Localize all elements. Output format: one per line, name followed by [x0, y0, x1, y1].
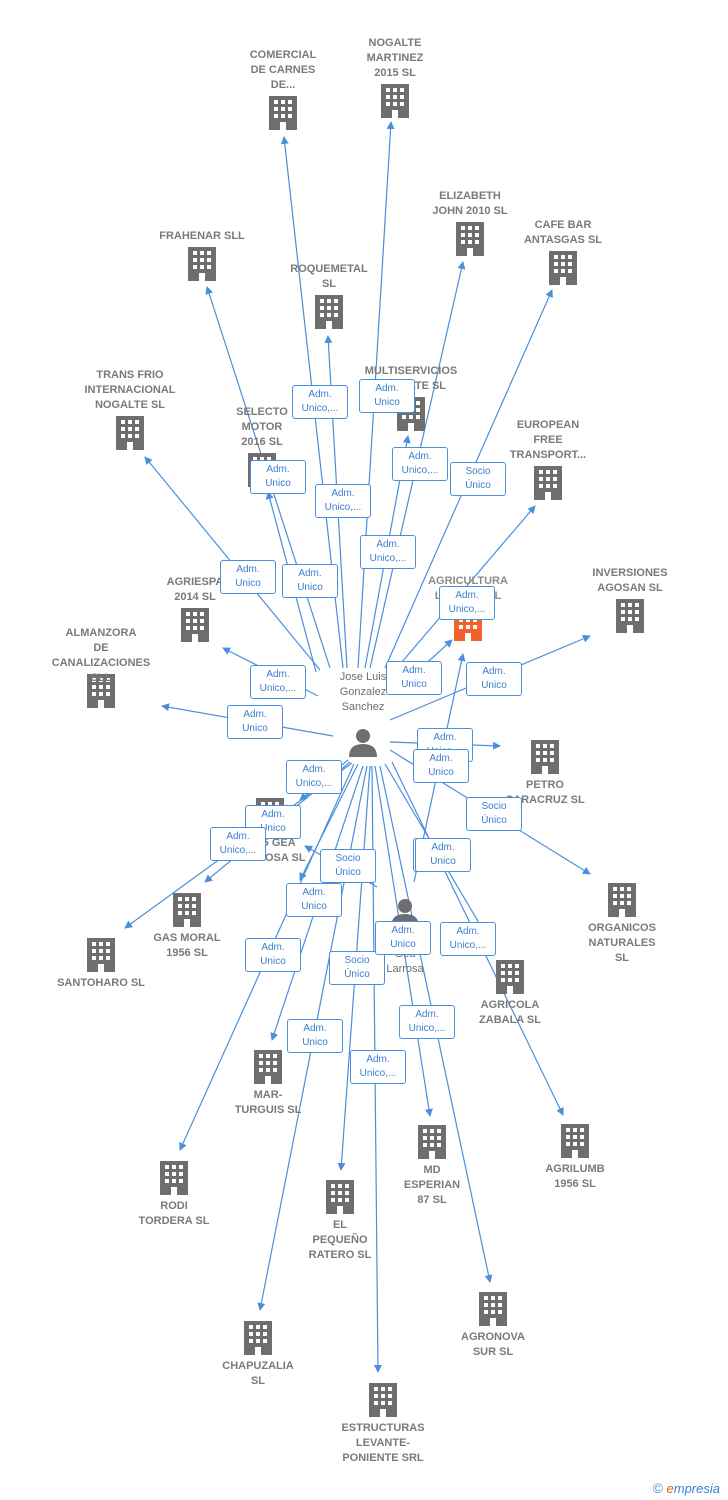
company-label-elpequeno[interactable]: EL PEQUEÑO RATERO SL: [308, 1219, 372, 1261]
edge-role-label[interactable]: Adm. Unico: [227, 705, 283, 739]
edge-role-label[interactable]: Adm. Unico: [286, 883, 342, 917]
edge-role-label[interactable]: Adm. Unico: [415, 838, 471, 872]
brand-logo: empresia: [667, 1481, 720, 1496]
edge-role-label[interactable]: Socio Único: [329, 951, 385, 985]
company-building-icon[interactable]: [531, 740, 559, 774]
edge-role-label[interactable]: Adm. Unico: [466, 662, 522, 696]
company-building-icon[interactable]: [496, 960, 524, 994]
relationship-edge: [299, 763, 359, 881]
company-label-cafebar[interactable]: CAFE BAR ANTASGAS SL: [523, 219, 603, 246]
edge-role-label[interactable]: Adm. Unico: [359, 379, 415, 413]
edge-role-label[interactable]: Adm. Unico,...: [292, 385, 348, 419]
company-label-marturguis[interactable]: MAR- TURGUIS SL: [234, 1089, 302, 1116]
company-label-estructuras[interactable]: ESTRUCTURAS LEVANTE- PONIENTE SRL: [341, 1422, 425, 1464]
empresia-watermark: © empresia: [653, 1480, 720, 1496]
company-label-frahenar[interactable]: FRAHENAR SLL: [159, 230, 245, 242]
company-label-european[interactable]: EUROPEAN FREE TRANSPORT...: [509, 419, 587, 461]
company-label-agricolazabala[interactable]: AGRICOLA ZABALA SL: [479, 999, 541, 1026]
edge-role-label[interactable]: Adm. Unico,...: [392, 447, 448, 481]
company-building-icon[interactable]: [326, 1180, 354, 1214]
company-building-icon[interactable]: [369, 1383, 397, 1417]
company-label-agriespa[interactable]: AGRIESPA 2014 SL: [166, 576, 224, 603]
edge-role-label[interactable]: Adm. Unico: [250, 460, 306, 494]
company-building-icon[interactable]: [534, 466, 562, 500]
edge-role-label[interactable]: Adm. Unico,...: [250, 665, 306, 699]
company-label-agrilumb[interactable]: AGRILUMB 1956 SL: [545, 1163, 605, 1190]
edge-role-label[interactable]: Adm. Unico: [287, 1019, 343, 1053]
company-label-nogalte[interactable]: NOGALTE MARTINEZ 2015 SL: [366, 37, 424, 79]
company-building-icon[interactable]: [479, 1292, 507, 1326]
company-label-roditordera[interactable]: RODI TORDERA SL: [138, 1200, 210, 1227]
copyright-symbol: ©: [652, 1480, 663, 1496]
company-building-icon[interactable]: [418, 1125, 446, 1159]
company-building-icon[interactable]: [616, 599, 644, 633]
company-building-icon[interactable]: [181, 608, 209, 642]
company-label-transfrio[interactable]: TRANS FRIO INTERNACIONAL NOGALTE SL: [84, 369, 176, 411]
edge-role-label[interactable]: Adm. Unico: [220, 560, 276, 594]
edge-role-label[interactable]: Adm. Unico,...: [440, 922, 496, 956]
company-label-elizabeth[interactable]: ELIZABETH JOHN 2010 SL: [432, 190, 508, 217]
company-label-roquemetal[interactable]: ROQUEMETAL SL: [290, 263, 368, 290]
edge-role-label[interactable]: Adm. Unico: [282, 564, 338, 598]
company-building-icon[interactable]: [160, 1161, 188, 1195]
company-building-icon[interactable]: [269, 96, 297, 130]
company-building-icon[interactable]: [87, 938, 115, 972]
company-label-organicos[interactable]: ORGANICOS NATURALES SL: [588, 922, 656, 964]
company-building-icon[interactable]: [456, 222, 484, 256]
company-building-icon[interactable]: [188, 247, 216, 281]
edge-role-label[interactable]: Adm. Unico,...: [286, 760, 342, 794]
person-icon[interactable]: [349, 729, 377, 757]
company-building-icon[interactable]: [381, 84, 409, 118]
edge-role-label[interactable]: Adm. Unico: [245, 938, 301, 972]
company-label-gasmoral[interactable]: GAS MORAL 1956 SL: [153, 932, 221, 959]
edge-role-label[interactable]: Adm. Unico,...: [360, 535, 416, 569]
edge-role-label[interactable]: Adm. Unico: [413, 749, 469, 783]
company-label-inversiones[interactable]: INVERSIONES AGOSAN SL: [592, 567, 668, 594]
company-building-icon[interactable]: [244, 1321, 272, 1355]
edge-role-label[interactable]: Adm. Unico,...: [315, 484, 371, 518]
company-building-icon[interactable]: [173, 893, 201, 927]
edge-role-label[interactable]: Adm. Unico,...: [399, 1005, 455, 1039]
company-label-comercial[interactable]: COMERCIAL DE CARNES DE...: [249, 49, 317, 91]
company-label-mdesperian[interactable]: MD ESPERIAN 87 SL: [403, 1164, 461, 1206]
edge-role-label[interactable]: Adm. Unico: [375, 921, 431, 955]
company-label-almanzora[interactable]: ALMANZORA DE CANALIZACIONES SLL: [51, 627, 151, 684]
edge-role-label[interactable]: Adm. Unico,...: [350, 1050, 406, 1084]
company-label-santoharo[interactable]: SANTOHARO SL: [57, 977, 145, 989]
edge-role-label[interactable]: Adm. Unico,...: [439, 586, 495, 620]
edge-role-label[interactable]: Socio Único: [320, 849, 376, 883]
edge-role-label[interactable]: Socio Único: [466, 797, 522, 831]
edge-role-label[interactable]: Adm. Unico,...: [210, 827, 266, 861]
company-building-icon[interactable]: [561, 1124, 589, 1158]
edge-role-label[interactable]: Socio Único: [450, 462, 506, 496]
company-label-agronova[interactable]: AGRONOVA SUR SL: [461, 1331, 525, 1358]
brand-initial: e: [666, 1481, 674, 1496]
person-label-jose[interactable]: Jose Luis Gonzalez Sanchez: [339, 671, 387, 713]
company-label-chapuzalia[interactable]: CHAPUZALIA SL: [222, 1360, 294, 1387]
company-building-icon[interactable]: [315, 295, 343, 329]
company-building-icon[interactable]: [608, 883, 636, 917]
edge-role-label[interactable]: Adm. Unico: [386, 661, 442, 695]
company-building-icon[interactable]: [116, 416, 144, 450]
company-label-selecto[interactable]: SELECTO MOTOR 2016 SL: [236, 406, 288, 448]
company-building-icon[interactable]: [549, 251, 577, 285]
company-building-icon[interactable]: [254, 1050, 282, 1084]
brand-rest: mpresia: [673, 1481, 720, 1496]
